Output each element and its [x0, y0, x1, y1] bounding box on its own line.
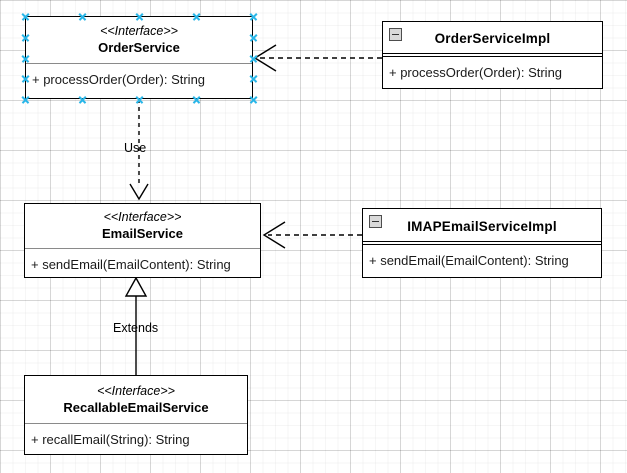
class-name-label: OrderServiceImpl: [434, 31, 551, 46]
members-compartment: + processOrder(Order): String: [383, 57, 602, 88]
class-header: <<Interface>> EmailService: [25, 204, 260, 248]
selection-handle[interactable]: [78, 95, 87, 104]
selection-handle[interactable]: [21, 12, 30, 21]
selection-handle[interactable]: [21, 54, 30, 63]
section-divider: [25, 423, 247, 424]
edge-label-extends: Extends: [113, 321, 159, 335]
member-item: + sendEmail(EmailContent): String: [369, 253, 569, 268]
edge-realize-email-service[interactable]: [262, 221, 362, 249]
selection-handle[interactable]: [249, 95, 258, 104]
minus-icon[interactable]: [369, 215, 382, 228]
uml-class-recallable-email-service[interactable]: <<Interface>> RecallableEmailService + r…: [24, 375, 248, 455]
class-header: OrderServiceImpl: [383, 22, 602, 53]
stereotype-label: <<Interface>>: [97, 383, 175, 398]
members-compartment: + sendEmail(EmailContent): String: [363, 245, 601, 277]
class-name-label: IMAPEmailServiceImpl: [407, 218, 557, 234]
member-item: + processOrder(Order): String: [389, 65, 563, 80]
uml-class-email-service[interactable]: <<Interface>> EmailService + sendEmail(E…: [24, 203, 261, 278]
section-divider-double: [363, 241, 601, 245]
member-item: + processOrder(Order): String: [32, 72, 206, 87]
members-compartment: + recallEmail(String): String: [25, 424, 247, 454]
selection-handle[interactable]: [192, 12, 201, 21]
uml-class-order-service[interactable]: <<Interface>> OrderService + processOrde…: [25, 16, 253, 99]
members-compartment: + sendEmail(EmailContent): String: [25, 249, 260, 277]
members-compartment: + processOrder(Order): String: [26, 64, 252, 98]
uml-class-order-service-impl[interactable]: OrderServiceImpl + processOrder(Order): …: [382, 21, 603, 89]
minus-icon[interactable]: [389, 28, 402, 41]
class-name-label: EmailService: [102, 226, 183, 241]
selection-handle[interactable]: [249, 74, 258, 83]
member-item: + recallEmail(String): String: [31, 432, 190, 447]
member-item: + sendEmail(EmailContent): String: [31, 257, 231, 272]
section-divider: [25, 248, 260, 249]
selection-handle[interactable]: [135, 12, 144, 21]
class-header: IMAPEmailServiceImpl: [363, 209, 601, 241]
selection-handle[interactable]: [21, 33, 30, 42]
edge-realize-order-service[interactable]: [253, 44, 382, 72]
class-name-label: OrderService: [98, 40, 180, 55]
selection-handle[interactable]: [249, 54, 258, 63]
selection-handle[interactable]: [78, 12, 87, 21]
selection-handle[interactable]: [249, 33, 258, 42]
class-header: <<Interface>> OrderService: [26, 17, 252, 63]
selection-handle[interactable]: [21, 74, 30, 83]
selection-handle[interactable]: [135, 95, 144, 104]
section-divider: [26, 63, 252, 64]
selection-handle[interactable]: [249, 12, 258, 21]
stereotype-label: <<Interface>>: [103, 210, 182, 224]
stereotype-label: <<Interface>>: [100, 24, 178, 38]
section-divider-double: [383, 53, 602, 57]
uml-class-imap-email-service-impl[interactable]: IMAPEmailServiceImpl + sendEmail(EmailCo…: [362, 208, 602, 278]
class-name-label: RecallableEmailService: [63, 399, 209, 415]
selection-handle[interactable]: [21, 95, 30, 104]
class-header: <<Interface>> RecallableEmailService: [25, 376, 247, 423]
edge-label-use: Use: [124, 141, 147, 155]
selection-handle[interactable]: [192, 95, 201, 104]
